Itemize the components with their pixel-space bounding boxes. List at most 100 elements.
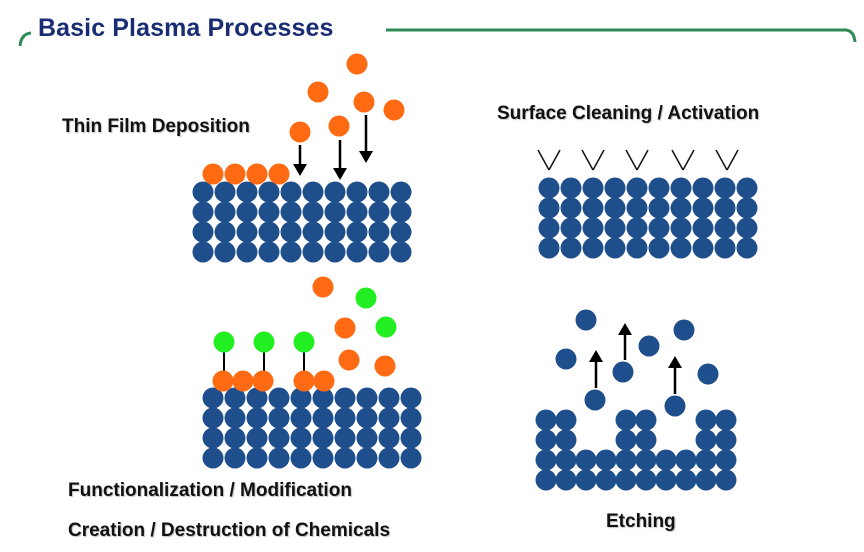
deposition-illustration [192,53,412,263]
substrate-atom [400,447,422,469]
substrate-atom [356,427,378,449]
substrate-atom [695,409,717,431]
substrate-atom [236,201,258,223]
substrate-atom [390,221,412,243]
substrate-atom [714,237,736,259]
etching-illustration [535,309,737,491]
contaminant-bond [548,149,561,171]
substrate-atom [670,237,692,259]
orange-particle [307,81,329,103]
substrate-atom [736,217,758,239]
substrate-atom [736,237,758,259]
substrate-atom [648,237,670,259]
green-functional-group [213,331,235,353]
substrate-atom [324,201,346,223]
substrate-atom [692,237,714,259]
substrate-atom [736,197,758,219]
substrate-atom [214,181,236,203]
substrate-atom [715,429,737,451]
substrate-atom [302,221,324,243]
substrate-atom [655,469,677,491]
substrate-atom [575,469,597,491]
substrate-atom [692,197,714,219]
substrate-atom [378,387,400,409]
title-frame [18,28,857,47]
substrate-atom [312,387,334,409]
substrate-atom [312,427,334,449]
substrate-atom [555,429,577,451]
substrate-atom [538,177,560,199]
substrate-atom [258,181,280,203]
substrate-atom [346,241,368,263]
substrate-atom [312,407,334,429]
substrate-atom [582,197,604,219]
substrate-atom [648,197,670,219]
substrate-atom [555,449,577,471]
substrate-atom [560,217,582,239]
substrate-atom [535,469,557,491]
green-functional-group [293,331,315,353]
substrate-atom [584,389,606,411]
substrate-atom [555,348,577,370]
substrate-atom [648,177,670,199]
arrow-head [359,151,373,163]
substrate-atom [560,197,582,219]
orange-particle [346,53,368,75]
arrow-head [668,356,682,368]
substrate-atom [334,427,356,449]
substrate-atom [334,387,356,409]
frame-top-line [386,28,857,43]
contaminant-bond [581,149,594,171]
substrate-atom [290,387,312,409]
substrate-atom [538,237,560,259]
substrate-atom [356,387,378,409]
substrate-atom [302,181,324,203]
substrate-atom [714,217,736,239]
substrate-atom [615,429,637,451]
substrate-atom [555,409,577,431]
substrate-atom [378,407,400,429]
substrate-atom [715,409,737,431]
substrate-atom [268,427,290,449]
cleaning-illustration [537,149,758,259]
substrate-atom [224,427,246,449]
substrate-atom [246,387,268,409]
orange-particle [224,163,246,185]
substrate-atom [246,447,268,469]
substrate-atom [535,409,557,431]
substrate-atom [635,449,657,471]
substrate-atom [268,387,290,409]
substrate-atom [280,241,302,263]
substrate-atom [246,427,268,449]
substrate-atom [334,447,356,469]
substrate-atom [192,241,214,263]
substrate-atom [615,469,637,491]
substrate-atom [615,409,637,431]
substrate-atom [390,201,412,223]
substrate-atom [582,217,604,239]
substrate-atom [635,409,657,431]
substrate-atom [673,319,695,341]
substrate-atom [236,181,258,203]
substrate-atom [670,197,692,219]
substrate-atom [697,363,719,385]
substrate-atom [302,201,324,223]
substrate-atom [214,241,236,263]
substrate-atom [258,241,280,263]
arrow-head [293,164,307,176]
substrate-atom [400,427,422,449]
substrate-atom [604,197,626,219]
substrate-atom [655,449,677,471]
substrate-atom [290,447,312,469]
orange-particle [312,276,334,298]
green-functional-group [253,331,275,353]
substrate-atom [346,201,368,223]
substrate-atom [214,201,236,223]
etching-label: Etching [606,511,676,532]
arrow-head [589,350,603,362]
substrate-atom [604,177,626,199]
creation-label: Creation / Destruction of Chemicals [68,520,391,541]
substrate-atom [356,407,378,429]
